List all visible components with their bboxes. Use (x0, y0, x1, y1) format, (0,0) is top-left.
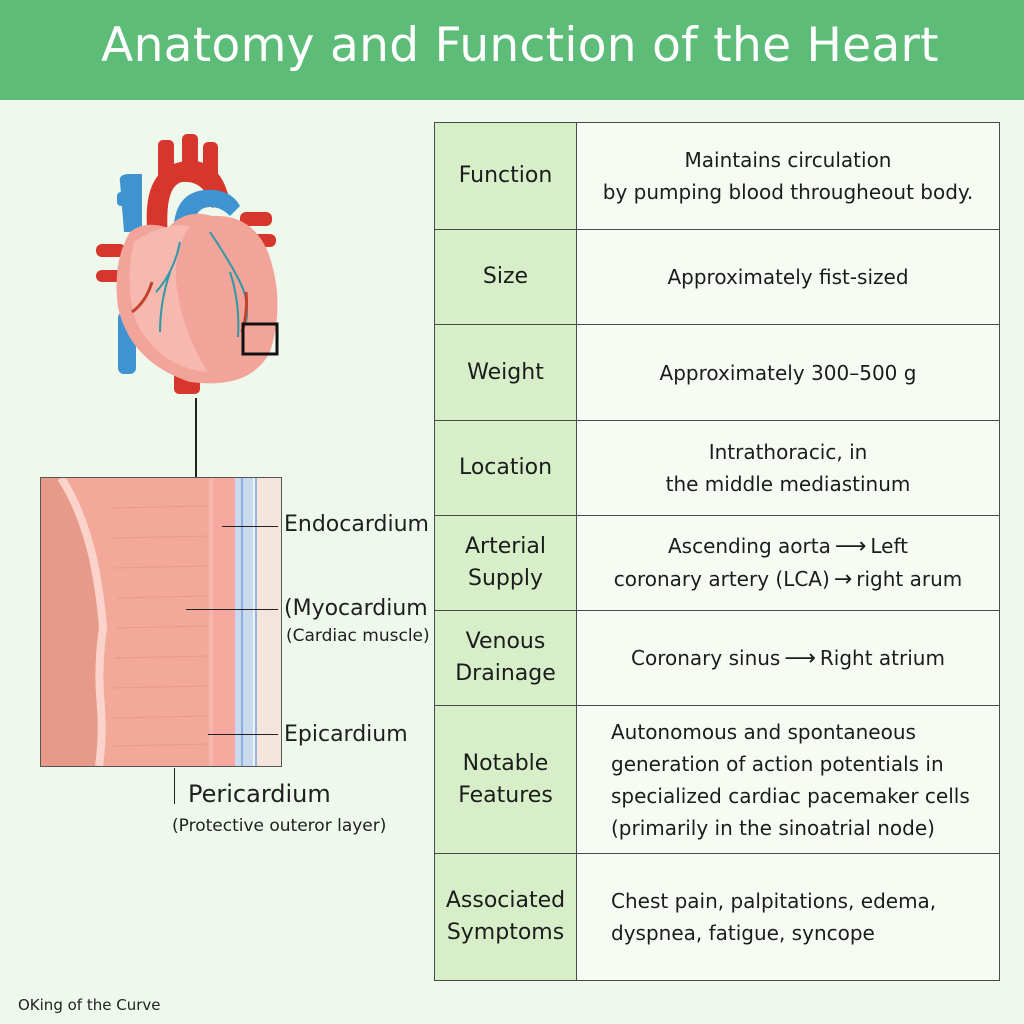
page-title: Anatomy and Function of the Heart (101, 18, 939, 73)
row-key-associated-symptoms: Associated Symptoms (434, 853, 577, 981)
row-key-weight: Weight (434, 324, 577, 421)
epicardium-leader (208, 734, 278, 735)
table-row: Arterial Supply Ascending aorta⟶Left cor… (434, 515, 1000, 611)
table-row: Notable Features Autonomous and spontane… (434, 705, 1000, 854)
heart-to-layers-connector (195, 398, 197, 478)
arrow-right-icon: ⟶ (834, 534, 867, 559)
heart-facts-table: Function Maintains circulation by pumpin… (434, 122, 1000, 981)
table-row: Function Maintains circulation by pumpin… (434, 122, 1000, 230)
table-row: Venous Drainage Coronary sinus⟶Right atr… (434, 610, 1000, 706)
row-key-arterial-supply: Arterial Supply (434, 515, 577, 611)
myocardium-note: (Cardiac muscle) (286, 626, 430, 646)
row-value-arterial-supply: Ascending aorta⟶Left coronary artery (LC… (576, 515, 1000, 611)
heart-illustration (96, 134, 279, 394)
row-key-location: Location (434, 420, 577, 516)
pericardium-note: (Protective outeror layer) (172, 816, 387, 836)
endocardium-label: Endocardium (284, 512, 429, 537)
row-value-associated-symptoms: Chest pain, palpitations, edema, dyspnea… (576, 853, 1000, 981)
row-key-notable-features: Notable Features (434, 705, 577, 854)
table-row: Size Approximately fist-sized (434, 229, 1000, 325)
footer-credit: OKing of the Curve (18, 996, 161, 1014)
epicardium-label: Epicardium (284, 722, 408, 747)
row-key-size: Size (434, 229, 577, 325)
heart-wall-cross-section (40, 477, 282, 767)
arrow-right-icon: ⟶ (784, 645, 816, 671)
arrow-right-icon: → (833, 567, 853, 592)
table-row: Associated Symptoms Chest pain, palpitat… (434, 853, 1000, 981)
pericardium-label: Pericardium (188, 780, 331, 808)
table-row: Weight Approximately 300–500 g (434, 324, 1000, 421)
table-row: Location Intrathoracic, in the middle me… (434, 420, 1000, 516)
row-value-venous-drainage: Coronary sinus⟶Right atrium (576, 610, 1000, 706)
pericardium-leader (174, 768, 175, 804)
row-value-notable-features: Autonomous and spontaneous generation of… (576, 705, 1000, 854)
endocardium-leader (222, 526, 278, 527)
row-value-size: Approximately fist-sized (576, 229, 1000, 325)
row-value-location: Intrathoracic, in the middle mediastinum (576, 420, 1000, 516)
title-banner: Anatomy and Function of the Heart (0, 0, 1024, 100)
row-value-weight: Approximately 300–500 g (576, 324, 1000, 421)
row-key-venous-drainage: Venous Drainage (434, 610, 577, 706)
myocardium-label: (Myocardium (284, 596, 428, 621)
myocardium-leader (186, 609, 278, 610)
row-value-function: Maintains circulation by pumping blood t… (576, 122, 1000, 230)
row-key-function: Function (434, 122, 577, 230)
